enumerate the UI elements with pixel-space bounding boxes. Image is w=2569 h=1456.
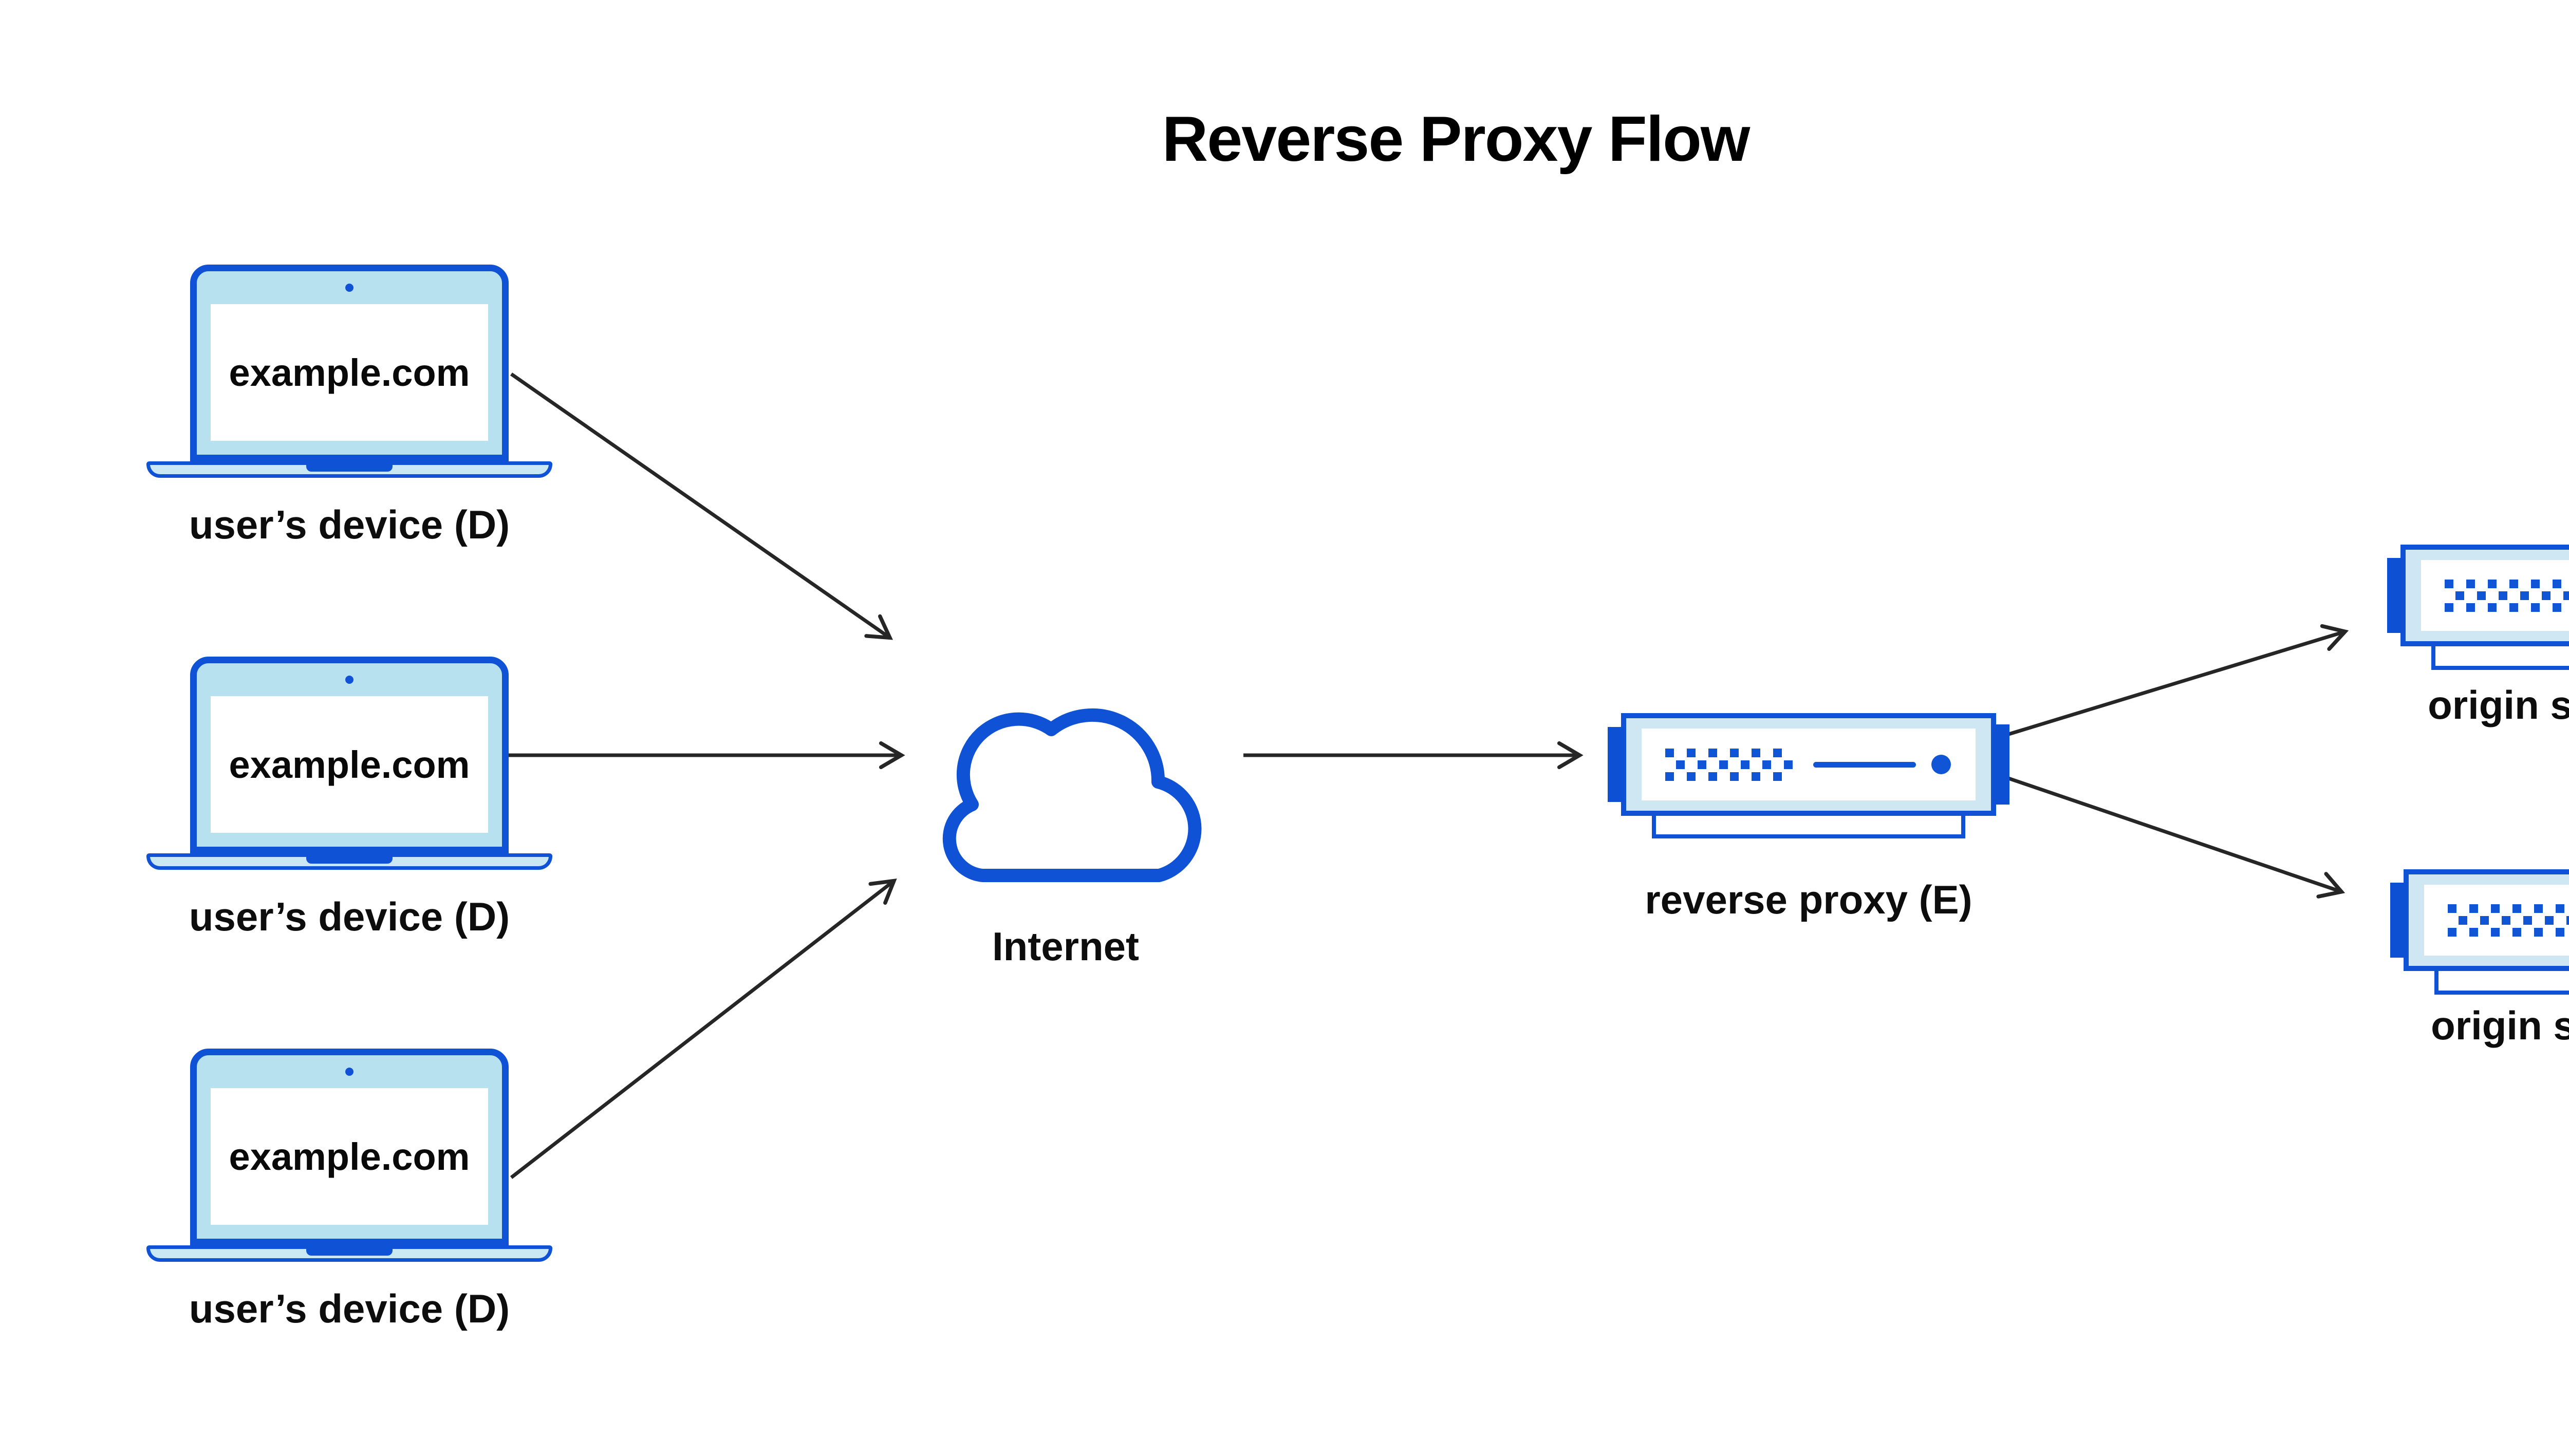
arrow-device1-to-internet xyxy=(510,372,893,640)
camera-dot-icon xyxy=(345,1068,353,1076)
laptop-base-icon xyxy=(146,1245,552,1262)
reverse-proxy-node: reverse proxy (E) xyxy=(1608,713,2009,922)
server-icon xyxy=(2404,869,2569,971)
internet-label: Internet xyxy=(992,924,1140,969)
laptop-base-icon xyxy=(146,461,552,478)
camera-dot-icon xyxy=(345,284,353,292)
device-label: user’s device (D) xyxy=(189,502,510,547)
server-left-tab-icon xyxy=(2387,558,2404,633)
device-label: user’s device (D) xyxy=(189,894,510,939)
origin-server-node-1: origin server (F) xyxy=(2387,545,2569,727)
camera-dot-icon xyxy=(345,676,353,684)
server-icon xyxy=(1621,713,1996,816)
server-right-tab-icon xyxy=(1993,724,2009,805)
reverse-proxy-label: reverse proxy (E) xyxy=(1645,877,1972,922)
laptop-base-icon xyxy=(146,853,552,870)
server-vents-pattern-icon xyxy=(2448,904,2569,937)
arrow-device3-to-internet xyxy=(510,879,897,1179)
server-icon xyxy=(2400,545,2569,646)
laptop-display: example.com xyxy=(211,304,488,441)
user-device-node-1: example.com user’s device (D) xyxy=(146,265,552,547)
cloud-icon xyxy=(942,708,1202,882)
server-vents-pattern-icon xyxy=(2445,579,2569,612)
server-vents-pattern-icon xyxy=(1665,748,1794,781)
arrow-proxy-to-origin2 xyxy=(1993,771,2345,899)
server-slot-line-icon xyxy=(1813,761,1916,768)
origin-server-label: origin server (F) xyxy=(2428,682,2569,727)
laptop-notch-icon xyxy=(306,465,393,472)
laptop-display: example.com xyxy=(211,696,488,833)
diagram-title: Reverse Proxy Flow xyxy=(1162,104,1751,175)
user-device-node-2: example.com user’s device (D) xyxy=(146,657,552,939)
origin-server-label: origin server (F) xyxy=(2431,1003,2569,1048)
server-faceplate xyxy=(1642,729,1976,800)
origin-server-node-2: origin server (F) xyxy=(2390,869,2569,1048)
laptop-display: example.com xyxy=(211,1088,488,1225)
laptop-icon: example.com xyxy=(190,1049,509,1245)
user-device-node-3: example.com user’s device (D) xyxy=(146,1049,552,1331)
device-label: user’s device (D) xyxy=(189,1286,510,1331)
server-left-tab-icon xyxy=(1608,727,1624,802)
server-left-tab-icon xyxy=(2390,883,2407,958)
server-faceplate xyxy=(2424,885,2569,956)
laptop-notch-icon xyxy=(306,1249,393,1256)
server-led-icon xyxy=(1931,755,1951,774)
server-faceplate xyxy=(2421,560,2569,631)
device-screen-text: example.com xyxy=(229,351,470,394)
device-screen-text: example.com xyxy=(229,743,470,786)
laptop-notch-icon xyxy=(306,857,393,864)
laptop-icon: example.com xyxy=(190,265,509,461)
device-screen-text: example.com xyxy=(229,1135,470,1178)
internet-node: Internet xyxy=(906,643,1225,969)
arrow-proxy-to-origin1 xyxy=(1993,624,2349,741)
laptop-icon: example.com xyxy=(190,657,509,853)
